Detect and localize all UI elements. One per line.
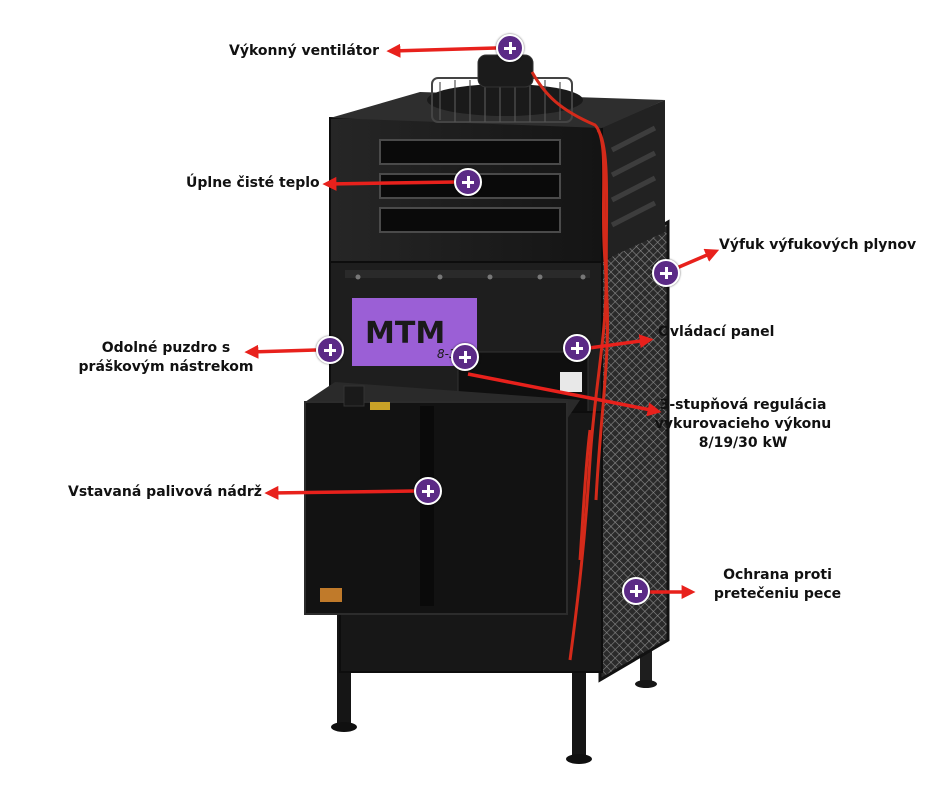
label-panel-text: Ovládací panel	[658, 324, 775, 340]
hotspot-regulation[interactable]	[451, 343, 479, 371]
label-heat-text: Úplne čisté teplo	[186, 175, 320, 191]
hotspot-exhaust[interactable]	[652, 259, 680, 287]
arrow-regulation	[467, 372, 662, 417]
label-tank-text: Vstavaná palivová nádrž	[68, 484, 262, 500]
arrow-panel	[588, 334, 654, 350]
hotspot-heat[interactable]	[454, 168, 482, 196]
label-overflow-line1: Ochrana proti	[723, 567, 832, 583]
label-panel: Ovládací panel	[658, 323, 774, 342]
label-exhaust-text: Výfuk výfukových plynov	[719, 237, 917, 253]
label-regulation-line1: 3-stupňová regulácia	[659, 397, 827, 413]
label-overflow-line2: pretečeniu pece	[713, 586, 842, 602]
label-heat: Úplne čisté teplo	[186, 174, 320, 193]
hotspot-panel[interactable]	[563, 334, 591, 362]
label-housing-line1: Odolné puzdro s	[101, 340, 231, 356]
label-fan: Výkonný ventilátor	[229, 42, 379, 61]
hotspot-overflow[interactable]	[622, 577, 650, 605]
arrow-housing	[244, 344, 317, 359]
hotspot-tank[interactable]	[414, 477, 442, 505]
label-housing-line2: práškovým nástrekom	[78, 359, 254, 375]
label-regulation: 3-stupňová regulácia vykurovacieho výkon…	[648, 396, 838, 453]
label-exhaust: Výfuk výfukových plynov	[719, 236, 916, 255]
label-fan-text: Výkonný ventilátor	[229, 43, 379, 59]
label-tank: Vstavaná palivová nádrž	[68, 483, 262, 502]
label-regulation-line3: 8/19/30 kW	[698, 435, 788, 451]
arrow-heat	[322, 176, 457, 191]
label-overflow: Ochrana proti pretečeniu pece	[700, 566, 855, 604]
hotspot-housing[interactable]	[316, 336, 344, 364]
arrow-tank	[264, 485, 416, 500]
logo-text: MTM	[365, 316, 445, 351]
label-regulation-line2: vykurovacieho výkonu	[654, 416, 832, 432]
hotspot-fan[interactable]	[496, 34, 524, 62]
fuel-tank	[304, 401, 568, 615]
arrow-fan	[386, 43, 497, 58]
label-housing: Odolné puzdro s práškovým nástrekom	[76, 339, 256, 377]
